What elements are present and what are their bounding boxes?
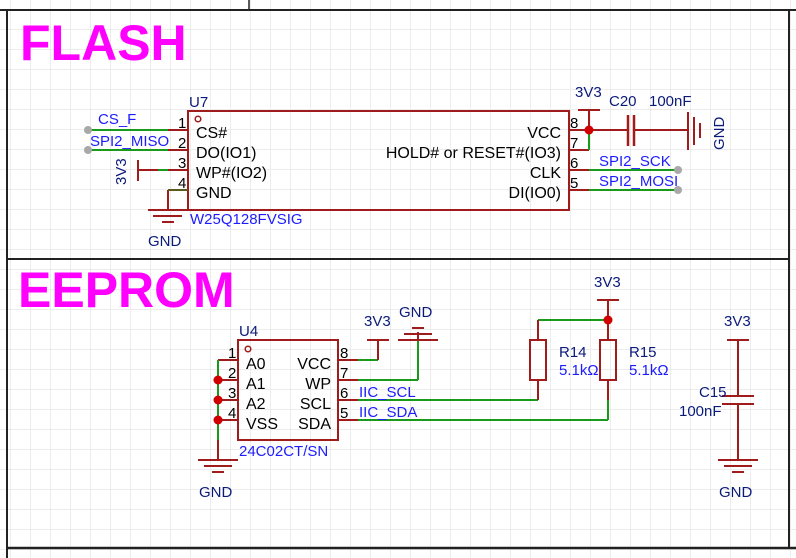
u7-pin-name-clk: CLK — [530, 165, 561, 182]
pin1-marker-icon — [194, 115, 202, 123]
flash-right-wires — [589, 169, 678, 191]
eeprom-vcc-wp-network — [358, 327, 438, 381]
section-title-eeprom: EEPROM — [18, 262, 235, 318]
pin1-marker-icon — [244, 345, 252, 353]
r14-designator: R14 — [559, 344, 587, 361]
u4-designator: U4 — [239, 323, 258, 340]
pullup-resistors — [529, 299, 619, 400]
junction-dot-icon — [213, 375, 223, 385]
u4-pin-name-vcc: VCC — [297, 356, 331, 373]
u7-pin-name-di: DI(IO0) — [509, 185, 561, 202]
net-label-spi2-miso[interactable]: SPI2_MISO — [90, 133, 169, 150]
junction-dot-icon — [213, 415, 223, 425]
u4-pin-num-7: 7 — [340, 365, 348, 382]
u4-pin-num-6: 6 — [340, 385, 348, 402]
u4-body[interactable] — [237, 339, 339, 441]
flash-cap-gnd-label: GND — [711, 117, 728, 151]
u7-part: W25Q128FVSIG — [190, 211, 303, 228]
c15-symbol[interactable] — [718, 339, 758, 473]
c20-value: 100nF — [649, 93, 692, 110]
c15-designator: C15 — [699, 384, 727, 401]
u7-pin-num-3: 3 — [178, 155, 186, 172]
u4-part: 24C02CT/SN — [239, 443, 328, 460]
u7-pin-num-7: 7 — [570, 135, 578, 152]
u4-pin-num-5: 5 — [340, 405, 348, 422]
junction-dot-icon — [213, 395, 223, 405]
u7-pin-num-1: 1 — [178, 115, 186, 132]
flash-wp-3v3-label: 3V3 — [113, 158, 130, 185]
eeprom-vss-gnd-label: GND — [199, 484, 233, 501]
r15-body[interactable] — [599, 339, 617, 381]
u7-pin-num-5: 5 — [570, 175, 578, 192]
c20-designator: C20 — [609, 93, 637, 110]
pullup-3v3-label: 3V3 — [594, 274, 621, 291]
u4-pin-num-2: 2 — [228, 365, 236, 382]
eeprom-u4[interactable]: U4 24C02CT/SN 1 2 3 4 A0 A1 A2 VSS 8 7 6… — [218, 323, 358, 460]
flash-gnd-label: GND — [148, 233, 182, 250]
u7-body[interactable] — [187, 110, 570, 211]
eeprom-vcc-3v3-label: 3V3 — [364, 313, 391, 330]
u4-pin-name-wp: WP — [305, 376, 331, 393]
u7-pin-name-cs: CS# — [196, 125, 227, 142]
u7-pin-name-do: DO(IO1) — [196, 145, 256, 162]
net-label-spi2-mosi[interactable]: SPI2_MOSI — [599, 173, 678, 190]
r14-body[interactable] — [529, 339, 547, 381]
u4-pin-num-4: 4 — [228, 405, 236, 422]
u4-pin-name-scl: SCL — [300, 396, 331, 413]
eeprom-i2c-wires — [358, 319, 609, 421]
u4-pin-num-8: 8 — [340, 345, 348, 362]
u7-pin-num-6: 6 — [570, 155, 578, 172]
r15-value: 5.1kΩ — [629, 362, 669, 379]
u7-pin-name-wp: WP#(IO2) — [196, 165, 267, 182]
u7-pin-name-gnd: GND — [196, 185, 232, 202]
flash-vcc-3v3-label: 3V3 — [575, 84, 602, 101]
net-port-mosi-icon[interactable] — [674, 186, 682, 194]
u7-pin-name-vcc: VCC — [527, 125, 561, 142]
net-label-iic-scl[interactable]: IIC_SCL — [359, 384, 416, 401]
u4-pin-name-sda: SDA — [298, 416, 331, 433]
flash-left-wires — [88, 129, 168, 171]
junction-dot-icon — [584, 125, 594, 135]
c15-gnd-label: GND — [719, 484, 753, 501]
flash-u7[interactable]: U7 W25Q128FVSIG 1 2 3 4 CS# DO(IO1) WP#(… — [168, 94, 589, 228]
net-label-iic-sda[interactable]: IIC_SDA — [359, 404, 417, 421]
eeprom-wp-gnd-label: GND — [399, 304, 433, 321]
net-port-sck-icon[interactable] — [674, 166, 682, 174]
u7-pin-num-2: 2 — [178, 135, 186, 152]
u7-designator: U7 — [189, 94, 208, 111]
r15-designator: R15 — [629, 344, 657, 361]
flash-vcc-network — [578, 109, 701, 150]
c15-3v3-label: 3V3 — [724, 313, 751, 330]
flash-gnd-symbol — [148, 190, 188, 223]
net-port-cs-icon[interactable] — [84, 126, 92, 134]
flash-wp-3v3-symbol — [137, 160, 158, 181]
c15-value: 100nF — [679, 403, 722, 420]
net-label-cs-f[interactable]: CS_F — [98, 111, 136, 128]
u4-pin-name-a2: A2 — [246, 396, 266, 413]
section-title-flash: FLASH — [20, 15, 187, 71]
u4-pin-num-3: 3 — [228, 385, 236, 402]
u4-pin-num-1: 1 — [228, 345, 236, 362]
u4-pin-name-vss: VSS — [246, 416, 278, 433]
u4-pin-name-a1: A1 — [246, 376, 266, 393]
r14-value: 5.1kΩ — [559, 362, 599, 379]
u7-pin-num-4: 4 — [178, 175, 186, 192]
u7-pin-num-8: 8 — [570, 115, 578, 132]
u4-pin-name-a0: A0 — [246, 356, 266, 373]
net-label-spi2-sck[interactable]: SPI2_SCK — [599, 153, 671, 170]
junction-dot-icon — [603, 315, 613, 325]
net-port-miso-icon[interactable] — [84, 146, 92, 154]
u7-pin-name-hold: HOLD# or RESET#(IO3) — [386, 145, 561, 162]
